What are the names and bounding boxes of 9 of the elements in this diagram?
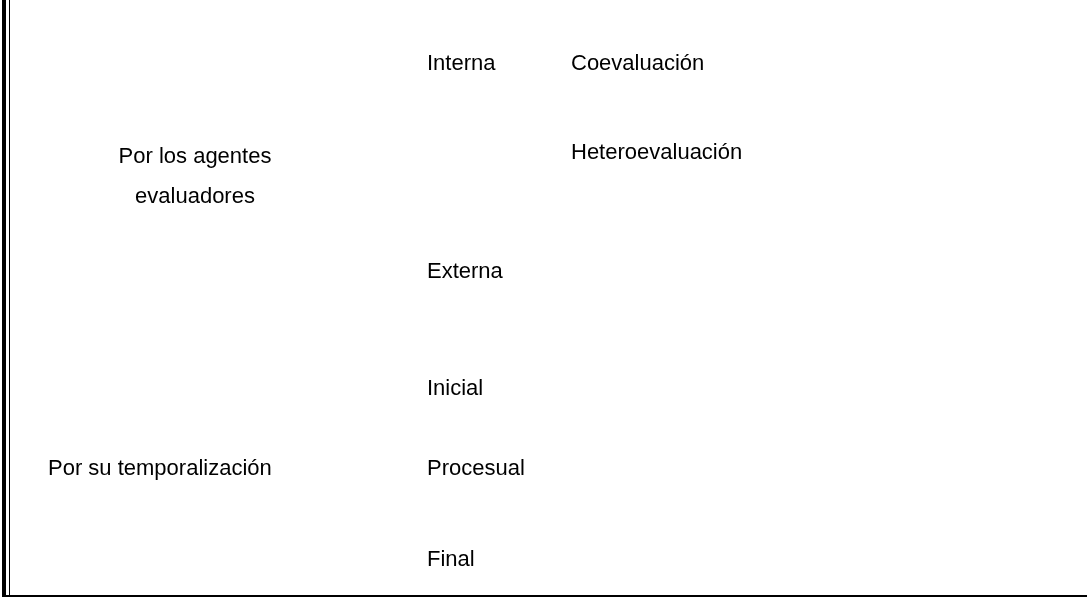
category-label: Heteroevaluación (571, 138, 743, 166)
category-label: Interna (427, 49, 496, 77)
category-label: Inicial (427, 374, 484, 402)
category-label: Coevaluación (571, 49, 705, 77)
category-label: Por su temporalización (48, 454, 272, 482)
category-label: Final (427, 545, 475, 573)
category-label: Por los agentes evaluadores (117, 142, 273, 210)
category-label: Externa (427, 257, 503, 285)
category-label: Procesual (427, 454, 525, 482)
